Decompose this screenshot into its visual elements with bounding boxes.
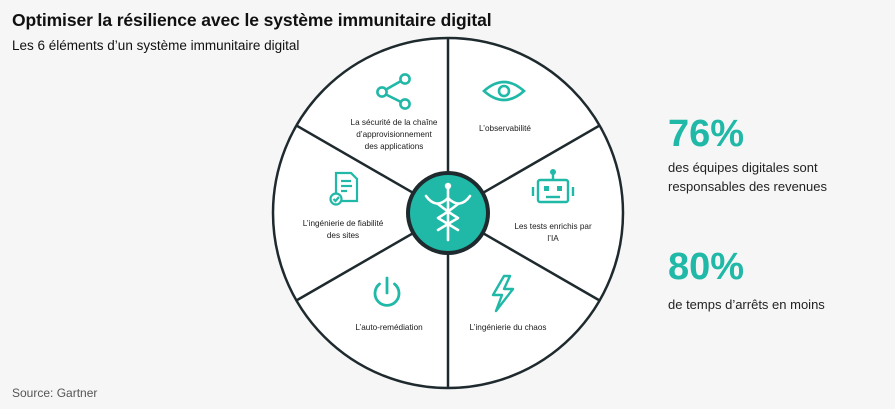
share-icon — [376, 73, 411, 110]
stat-76-text-line-1: des équipes digitales sont — [668, 160, 818, 175]
segment-3-line-1: Les tests enrichis par — [514, 222, 592, 231]
segment-1-line-2: d’approvisionnement — [356, 130, 432, 139]
lightning-icon — [491, 274, 515, 313]
checklist-icon — [329, 171, 359, 206]
segment-1-line-3: des applications — [365, 142, 424, 151]
caduceus-icon — [424, 182, 472, 242]
segment-5-line-1: L’auto-remédiation — [355, 323, 423, 332]
segment-6-line-2: des sites — [327, 231, 359, 240]
page-subtitle: Les 6 éléments d’un système immunitaire … — [12, 38, 300, 53]
power-icon — [373, 276, 401, 307]
stat-80-text-line-1: de temps d’arrêts en moins — [668, 297, 825, 312]
segment-6-line-1: L’ingénierie de fiabilité — [303, 219, 384, 228]
segment-2-line-1: L’observabilité — [479, 124, 531, 133]
stat-76-value: 76% — [668, 113, 745, 155]
stat-80-value: 80% — [668, 246, 745, 288]
segment-1-label: La sécurité de la chaîne d’approvisionne… — [351, 118, 438, 151]
source-note: Source: Gartner — [12, 386, 98, 400]
segment-3-line-2: l’IA — [547, 234, 559, 243]
eye-icon — [482, 80, 526, 102]
stat-76-text-line-2: responsables des revenues — [668, 179, 827, 194]
page-title: Optimiser la résilience avec le système … — [12, 10, 492, 30]
segment-4-line-1: L’ingénierie du chaos — [470, 323, 547, 332]
robot-icon — [531, 168, 575, 204]
segment-1-line-1: La sécurité de la chaîne — [351, 118, 438, 127]
